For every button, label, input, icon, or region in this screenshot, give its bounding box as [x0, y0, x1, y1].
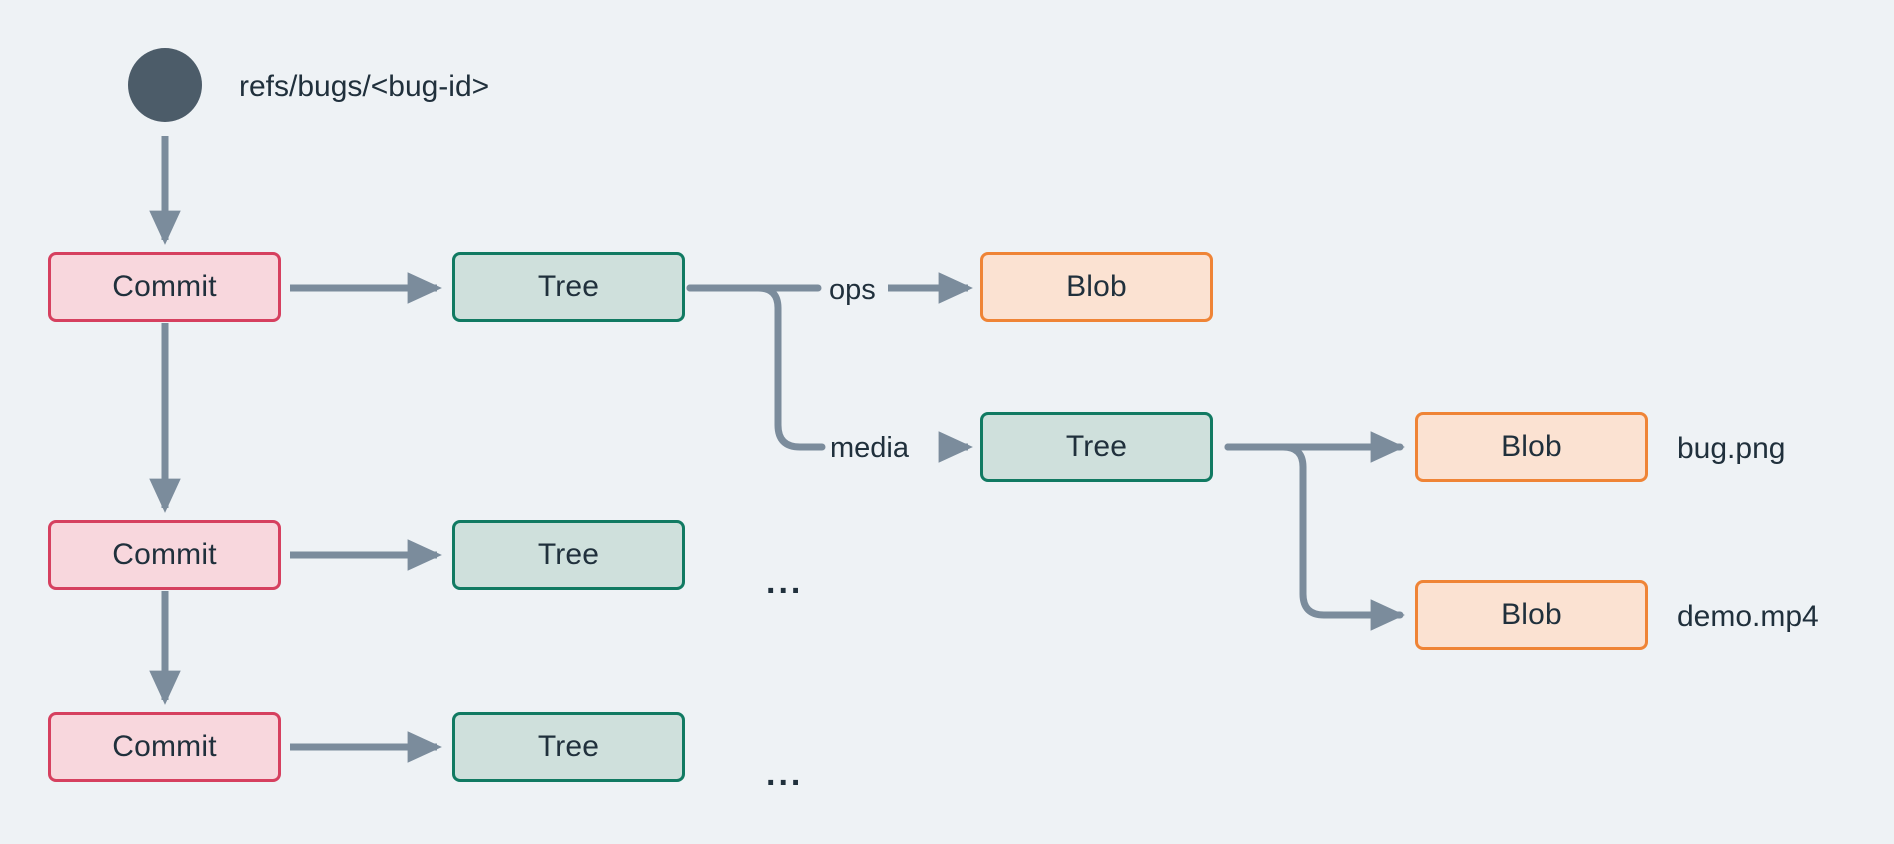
node-tree-2[interactable]: Tree [452, 520, 685, 590]
file-label-bug-png: bug.png [1677, 432, 1786, 465]
ref-label: refs/bugs/<bug-id> [239, 70, 490, 103]
edge-label-media: media [827, 434, 912, 463]
node-blob-bug-png[interactable]: Blob [1415, 412, 1648, 482]
node-blob-ops[interactable]: Blob [980, 252, 1213, 322]
node-tree-1[interactable]: Tree [452, 252, 685, 322]
edge-tree1-to-media [686, 284, 826, 451]
truncation-ellipsis-row2: ... [766, 563, 804, 601]
file-label-demo-mp4: demo.mp4 [1677, 600, 1819, 633]
ref-dot[interactable] [128, 48, 202, 122]
node-commit-1[interactable]: Commit [48, 252, 281, 322]
node-commit-3[interactable]: Commit [48, 712, 281, 782]
node-tree-media[interactable]: Tree [980, 412, 1213, 482]
edge-label-ops: ops [826, 276, 879, 305]
edge-mediatree-to-blob-demo [1224, 443, 1405, 631]
node-commit-2[interactable]: Commit [48, 520, 281, 590]
node-blob-demo-mp4[interactable]: Blob [1415, 580, 1648, 650]
node-tree-3[interactable]: Tree [452, 712, 685, 782]
truncation-ellipsis-row3: ... [766, 755, 804, 793]
